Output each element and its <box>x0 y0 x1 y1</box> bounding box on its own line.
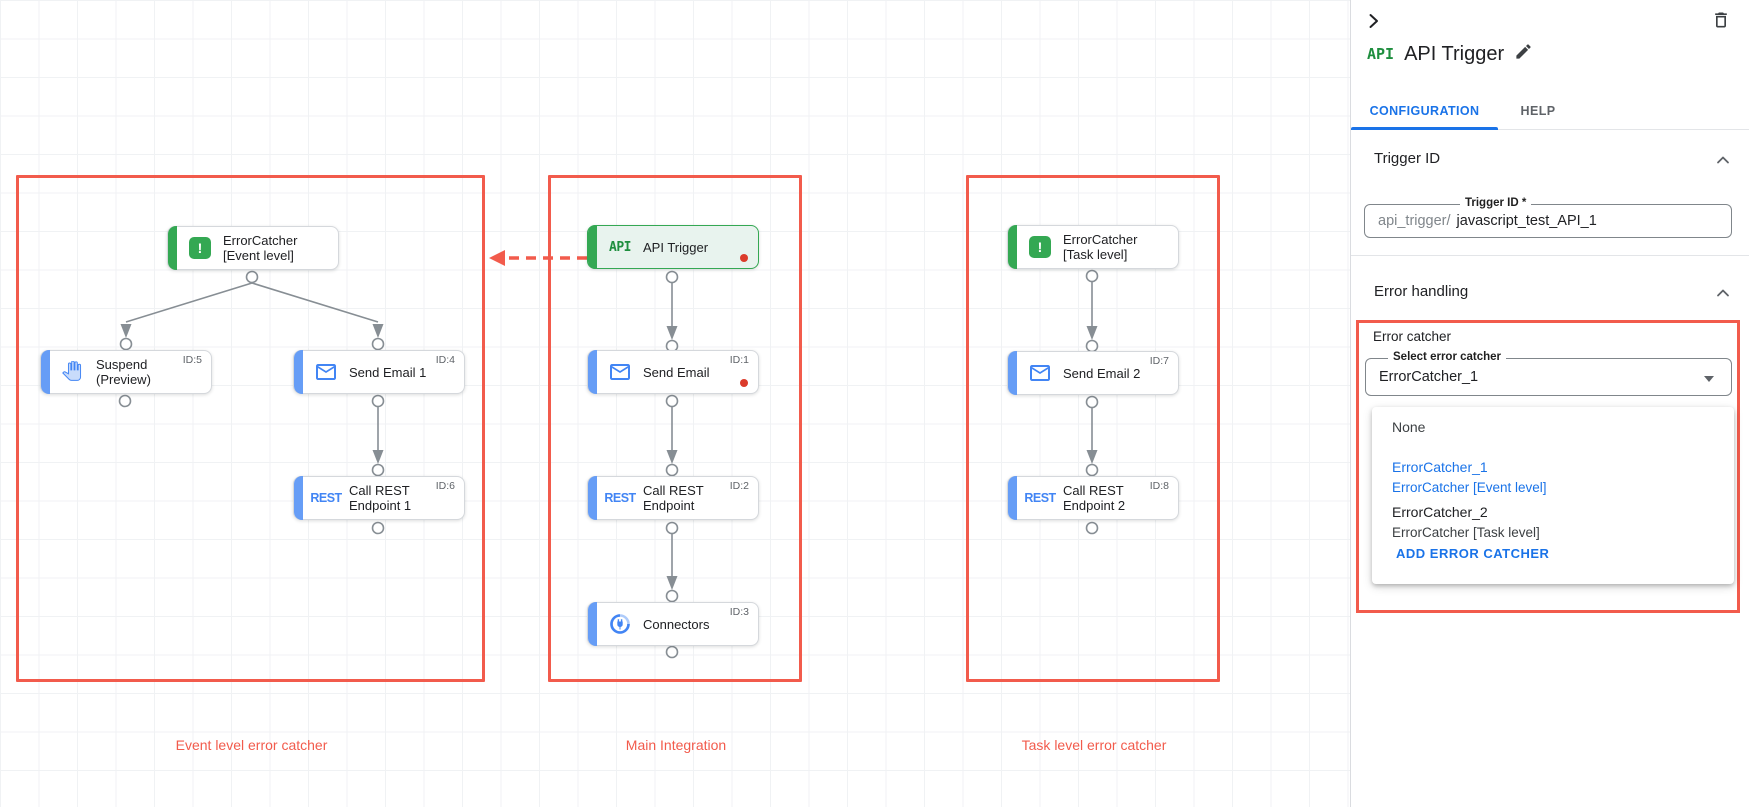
menu-item-errorcatcher-1[interactable]: ErrorCatcher_1 ErrorCatcher [Event level… <box>1392 459 1547 495</box>
config-panel: API API Trigger CONFIGURATION HELP Trigg… <box>1350 0 1749 807</box>
node-accent-bar <box>1008 351 1017 395</box>
menu-item-errorcatcher-2[interactable]: ErrorCatcher_2 ErrorCatcher [Task level] <box>1392 504 1540 540</box>
node-errorcatcher-event-level[interactable]: ! ErrorCatcher [Event level] <box>167 226 339 270</box>
dropdown-caret-icon[interactable] <box>1704 376 1714 382</box>
add-error-catcher-button[interactable]: ADD ERROR CATCHER <box>1396 546 1550 561</box>
node-id-badge: ID:7 <box>1149 355 1169 367</box>
hand-icon <box>58 361 88 383</box>
node-call-rest-endpoint[interactable]: REST Call REST Endpoint ID:2 <box>587 476 759 520</box>
node-id-badge: ID:3 <box>729 606 749 618</box>
node-api-trigger[interactable]: API API Trigger <box>587 225 759 269</box>
group-label-event-level: Event level error catcher <box>175 737 328 753</box>
node-accent-bar <box>588 476 597 520</box>
email-icon <box>1025 361 1055 385</box>
node-id-badge: ID:2 <box>729 480 749 492</box>
node-id-badge: ID:1 <box>729 354 749 366</box>
delete-trigger-icon[interactable] <box>1711 10 1735 34</box>
node-label: Send Email <box>643 364 710 380</box>
collapse-section-trigger-id-icon[interactable] <box>1713 150 1733 170</box>
error-catcher-label: Error catcher <box>1373 329 1452 344</box>
node-call-rest-endpoint-1[interactable]: REST Call REST Endpoint 1 ID:6 <box>293 476 465 520</box>
node-label: API Trigger <box>643 239 709 255</box>
node-call-rest-endpoint-2[interactable]: REST Call REST Endpoint 2 ID:8 <box>1007 476 1179 520</box>
node-id-badge: ID:5 <box>182 354 202 366</box>
node-accent-bar <box>168 226 177 270</box>
workflow-canvas[interactable]: ! ErrorCatcher [Event level] Suspend (Pr… <box>0 0 1350 807</box>
edit-title-icon[interactable] <box>1514 42 1533 66</box>
error-catcher-select[interactable]: Select error catcher ErrorCatcher_1 <box>1365 351 1732 396</box>
annotation-box-main-integration <box>548 175 802 682</box>
node-accent-bar <box>588 225 597 269</box>
node-accent-bar <box>588 602 597 646</box>
collapse-section-error-handling-icon[interactable] <box>1713 283 1733 303</box>
node-label: Connectors <box>643 616 710 632</box>
panel-title: API Trigger <box>1404 42 1505 65</box>
email-icon <box>605 360 635 384</box>
api-icon: API <box>609 239 631 255</box>
error-catcher-select-value: ErrorCatcher_1 <box>1379 369 1479 385</box>
node-id-badge: ID:6 <box>435 480 455 492</box>
tab-divider <box>1351 129 1749 130</box>
active-tab-indicator <box>1351 127 1498 130</box>
connector-icon <box>605 612 635 636</box>
section-divider <box>1351 255 1749 256</box>
node-label: Call REST Endpoint 1 <box>349 483 412 513</box>
collapse-panel-icon[interactable] <box>1363 11 1387 35</box>
node-label: Call REST Endpoint <box>643 483 704 513</box>
menu-item-name: ErrorCatcher_1 <box>1392 459 1488 475</box>
error-catcher-icon: ! <box>185 237 215 259</box>
red-dashed-arrowhead <box>489 250 505 266</box>
tab-bar: CONFIGURATION HELP <box>1351 92 1749 130</box>
menu-item-desc: ErrorCatcher [Task level] <box>1392 525 1540 540</box>
group-label-task-level: Task level error catcher <box>1021 737 1167 753</box>
node-send-email-2[interactable]: Send Email 2 ID:7 <box>1007 351 1179 395</box>
tab-configuration[interactable]: CONFIGURATION <box>1369 104 1480 118</box>
section-title-error-handling: Error handling <box>1374 283 1469 300</box>
menu-item-desc: ErrorCatcher [Event level] <box>1392 480 1547 495</box>
rest-icon: REST <box>310 491 342 505</box>
node-accent-bar <box>294 350 303 394</box>
node-label: ErrorCatcher [Task level] <box>1063 232 1138 262</box>
api-trigger-badge-icon: API <box>1367 45 1395 63</box>
node-accent-bar <box>41 350 50 394</box>
trigger-id-field[interactable]: Trigger ID * api_trigger/ javascript_tes… <box>1364 197 1732 238</box>
node-send-email[interactable]: Send Email ID:1 <box>587 350 759 394</box>
panel-header: API API Trigger <box>1367 42 1533 66</box>
rest-icon: REST <box>1024 491 1056 505</box>
node-id-badge: ID:8 <box>1149 480 1169 492</box>
node-label: Suspend (Preview) <box>96 357 151 387</box>
node-connectors[interactable]: Connectors ID:3 <box>587 602 759 646</box>
rest-icon: REST <box>604 491 636 505</box>
tab-help[interactable]: HELP <box>1520 104 1556 118</box>
node-suspend[interactable]: Suspend (Preview) ID:5 <box>40 350 212 394</box>
trigger-id-field-label: Trigger ID * <box>1460 197 1532 209</box>
annotation-box-error-catcher <box>1356 320 1740 613</box>
error-status-dot <box>740 254 748 262</box>
error-status-dot <box>740 379 748 387</box>
node-id-badge: ID:4 <box>435 354 455 366</box>
node-label: Call REST Endpoint 2 <box>1063 483 1126 513</box>
node-label: ErrorCatcher [Event level] <box>223 233 298 263</box>
node-accent-bar <box>1008 225 1017 269</box>
node-accent-bar <box>588 350 597 394</box>
error-catcher-icon: ! <box>1025 236 1055 258</box>
trigger-id-value[interactable]: javascript_test_API_1 <box>1456 213 1597 229</box>
node-errorcatcher-task-level[interactable]: ! ErrorCatcher [Task level] <box>1007 225 1179 269</box>
menu-item-none[interactable]: None <box>1392 419 1426 435</box>
section-title-trigger-id: Trigger ID <box>1374 150 1441 167</box>
node-send-email-1[interactable]: Send Email 1 ID:4 <box>293 350 465 394</box>
group-label-main-integration: Main Integration <box>625 737 727 753</box>
error-catcher-dropdown-menu: None ErrorCatcher_1 ErrorCatcher [Event … <box>1372 407 1734 584</box>
node-label: Send Email 1 <box>349 364 427 380</box>
node-accent-bar <box>1008 476 1017 520</box>
annotation-box-task-level <box>966 175 1220 682</box>
node-accent-bar <box>294 476 303 520</box>
error-catcher-select-label: Select error catcher <box>1388 351 1507 363</box>
menu-item-name: ErrorCatcher_2 <box>1392 504 1488 520</box>
trigger-id-prefix: api_trigger/ <box>1378 213 1451 229</box>
node-label: Send Email 2 <box>1063 365 1141 381</box>
annotation-box-event-level <box>16 175 485 682</box>
email-icon <box>311 360 341 384</box>
